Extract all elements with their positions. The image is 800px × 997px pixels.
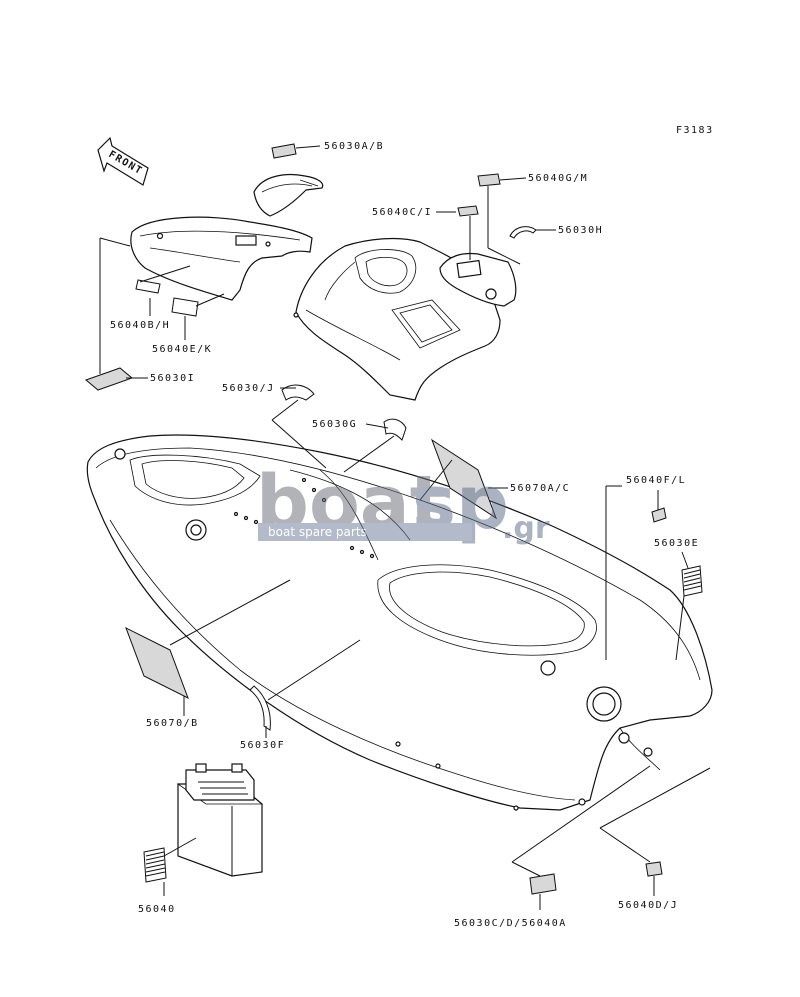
callout-56030ab: 56030A/B bbox=[324, 141, 384, 152]
decal-56040ci bbox=[457, 205, 479, 217]
callout-56030i: 56030I bbox=[150, 373, 195, 384]
callout-56030j: 56030/J bbox=[222, 383, 275, 394]
callout-56040dj: 56040D/J bbox=[618, 900, 678, 911]
decal-56070ac bbox=[430, 438, 498, 520]
callout-56070ac: 56070A/C bbox=[510, 483, 570, 494]
battery-part bbox=[176, 763, 264, 877]
callout-56070b: 56070/B bbox=[146, 718, 199, 729]
decal-56030e bbox=[681, 565, 703, 597]
decal-56030cd56040a bbox=[529, 873, 557, 895]
callout-56030e: 56030E bbox=[654, 538, 699, 549]
decal-56030ab bbox=[271, 143, 297, 159]
callout-56040gm: 56040G/M bbox=[528, 173, 588, 184]
decal-56030g bbox=[383, 418, 407, 441]
callout-56040bh: 56040B/H bbox=[110, 320, 170, 331]
decal-56040dj bbox=[645, 861, 663, 877]
decal-56030j bbox=[281, 384, 315, 401]
front-arrow-icon: FRONT bbox=[97, 136, 149, 186]
leader-lines bbox=[99, 145, 711, 910]
decal-56070b bbox=[125, 626, 189, 700]
watermark-tagline: boat spare parts bbox=[268, 525, 367, 539]
hatch-lid-part bbox=[439, 252, 517, 307]
callout-56040ek: 56040E/K bbox=[152, 344, 212, 355]
hull-part bbox=[86, 434, 713, 811]
watermark-tld: .gr bbox=[502, 511, 550, 546]
callout-56030f: 56030F bbox=[240, 740, 285, 751]
callout-56040: 56040 bbox=[138, 904, 176, 915]
decal-56040fl bbox=[651, 507, 667, 523]
decal-56040bh bbox=[135, 279, 161, 294]
small-cover-part bbox=[253, 173, 324, 217]
callout-56040ci: 56040C/I bbox=[372, 207, 432, 218]
decal-56040gm bbox=[477, 173, 501, 187]
callout-56040fl: 56040F/L bbox=[626, 475, 686, 486]
side-cowl-part bbox=[130, 216, 313, 301]
callout-56030h: 56030H bbox=[558, 225, 603, 236]
decal-56040 bbox=[143, 847, 167, 883]
callout-labels: 56030A/B 56040G/M 56040C/I 56030H 56040B… bbox=[110, 141, 699, 929]
callout-56030cd56040a: 56030C/D/56040A bbox=[454, 918, 567, 929]
watermark-logo: boat sp .gr boat spare parts bbox=[256, 460, 550, 546]
decal-56040ek bbox=[171, 297, 199, 317]
decal-56030f bbox=[249, 685, 271, 731]
callout-56030g: 56030G bbox=[312, 419, 357, 430]
decal-56030h bbox=[509, 226, 537, 239]
figure-id: F3183 bbox=[676, 125, 714, 136]
decal-56030i bbox=[85, 367, 133, 391]
